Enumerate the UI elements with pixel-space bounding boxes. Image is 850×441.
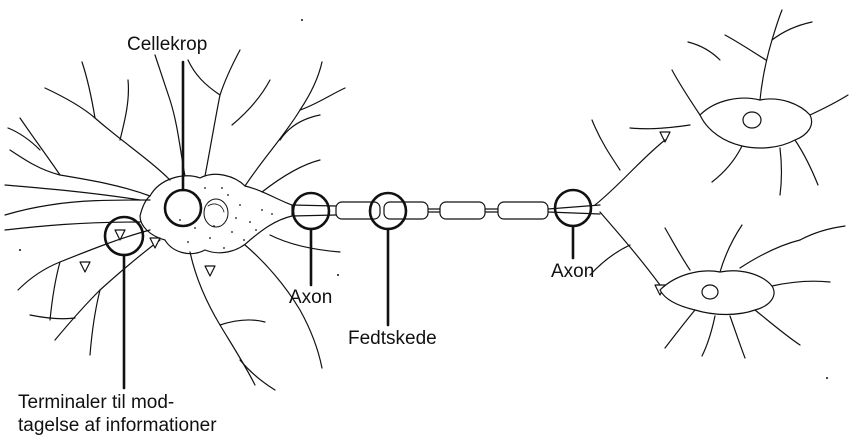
label-terminals-line-1: Terminaler til mod- [18,392,174,414]
right-lower-neuron [660,225,845,358]
callout-circle-axon-left [293,193,329,229]
scan-specks [19,19,828,379]
label-axon-right: Axon [551,261,594,283]
label-terminals-line-2: tagelse af informationer [18,415,217,437]
label-myelin: Fedtskede [348,328,437,350]
label-axon-left: Axon [289,287,332,309]
axon-branches [590,120,665,285]
right-upper-neuron [630,10,848,195]
label-cell-body: Cellekrop [127,34,207,56]
myelin-segments [336,202,548,219]
